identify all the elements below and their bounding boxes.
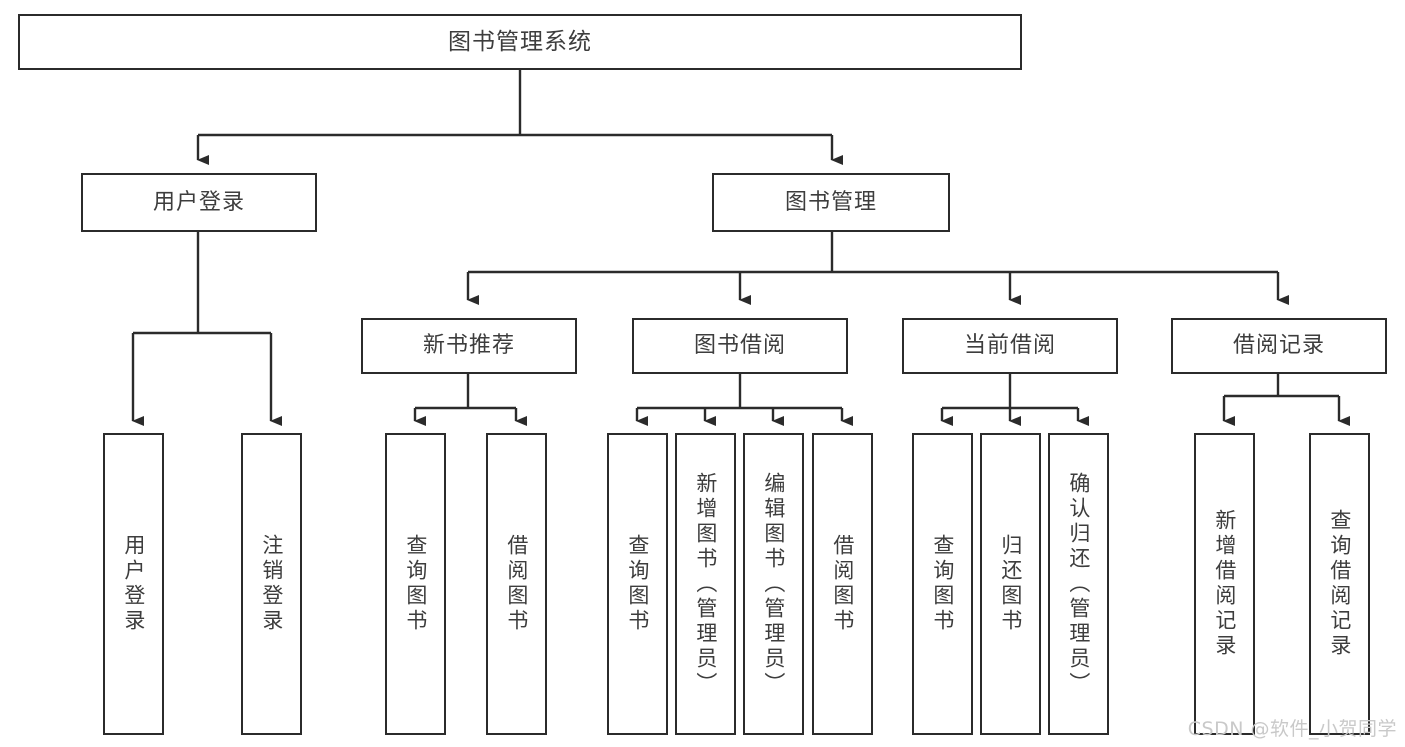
node-leaf-borrow-book[interactable]: 借阅图书: [812, 433, 873, 735]
node-leaf-logout-label: 注销登录: [259, 534, 284, 634]
node-leaf-query-book-borrow-label: 查询图书: [625, 534, 650, 634]
node-leaf-borrow-book-rec[interactable]: 借阅图书: [486, 433, 547, 735]
node-leaf-query-book-borrow[interactable]: 查询图书: [607, 433, 668, 735]
node-leaf-query-borrow-record-label: 查询借阅记录: [1327, 509, 1352, 659]
node-current-borrow-label: 当前借阅: [963, 333, 1056, 359]
node-current-borrow[interactable]: 当前借阅: [902, 318, 1118, 374]
node-user-login[interactable]: 用户登录: [81, 173, 317, 232]
node-leaf-edit-book-admin-label: 编辑图书（管理员）: [761, 471, 786, 697]
node-leaf-borrow-book-rec-label: 借阅图书: [504, 534, 529, 634]
node-leaf-logout[interactable]: 注销登录: [241, 433, 302, 735]
node-book-borrow[interactable]: 图书借阅: [632, 318, 848, 374]
node-leaf-borrow-book-label: 借阅图书: [830, 534, 855, 634]
node-leaf-user-login[interactable]: 用户登录: [103, 433, 164, 735]
node-leaf-query-book-rec-label: 查询图书: [403, 534, 428, 634]
node-leaf-user-login-label: 用户登录: [121, 534, 146, 634]
node-leaf-query-book-current-label: 查询图书: [930, 534, 955, 634]
node-leaf-query-borrow-record[interactable]: 查询借阅记录: [1309, 433, 1370, 735]
node-borrow-record-label: 借阅记录: [1232, 333, 1325, 359]
node-book-borrow-label: 图书借阅: [693, 333, 786, 359]
node-leaf-add-borrow-record-label: 新增借阅记录: [1212, 509, 1237, 659]
node-leaf-query-book-rec[interactable]: 查询图书: [385, 433, 446, 735]
node-root-label: 图书管理系统: [448, 28, 592, 55]
node-new-book-rec[interactable]: 新书推荐: [361, 318, 577, 374]
node-leaf-add-book-admin[interactable]: 新增图书（管理员）: [675, 433, 736, 735]
node-book-manage[interactable]: 图书管理: [712, 173, 950, 232]
node-leaf-return-book[interactable]: 归还图书: [980, 433, 1041, 735]
node-root[interactable]: 图书管理系统: [18, 14, 1022, 70]
node-user-login-label: 用户登录: [152, 189, 245, 215]
node-leaf-add-borrow-record[interactable]: 新增借阅记录: [1194, 433, 1255, 735]
node-book-manage-label: 图书管理: [784, 189, 877, 215]
node-borrow-record[interactable]: 借阅记录: [1171, 318, 1387, 374]
node-new-book-rec-label: 新书推荐: [422, 333, 515, 359]
node-leaf-confirm-return-admin-label: 确认归还（管理员）: [1066, 471, 1091, 697]
node-leaf-add-book-admin-label: 新增图书（管理员）: [693, 471, 718, 697]
node-leaf-query-book-current[interactable]: 查询图书: [912, 433, 973, 735]
node-leaf-edit-book-admin[interactable]: 编辑图书（管理员）: [743, 433, 804, 735]
node-leaf-confirm-return-admin[interactable]: 确认归还（管理员）: [1048, 433, 1109, 735]
node-leaf-return-book-label: 归还图书: [998, 534, 1023, 634]
watermark-text: CSDN @软件_小贺同学: [1187, 718, 1397, 740]
